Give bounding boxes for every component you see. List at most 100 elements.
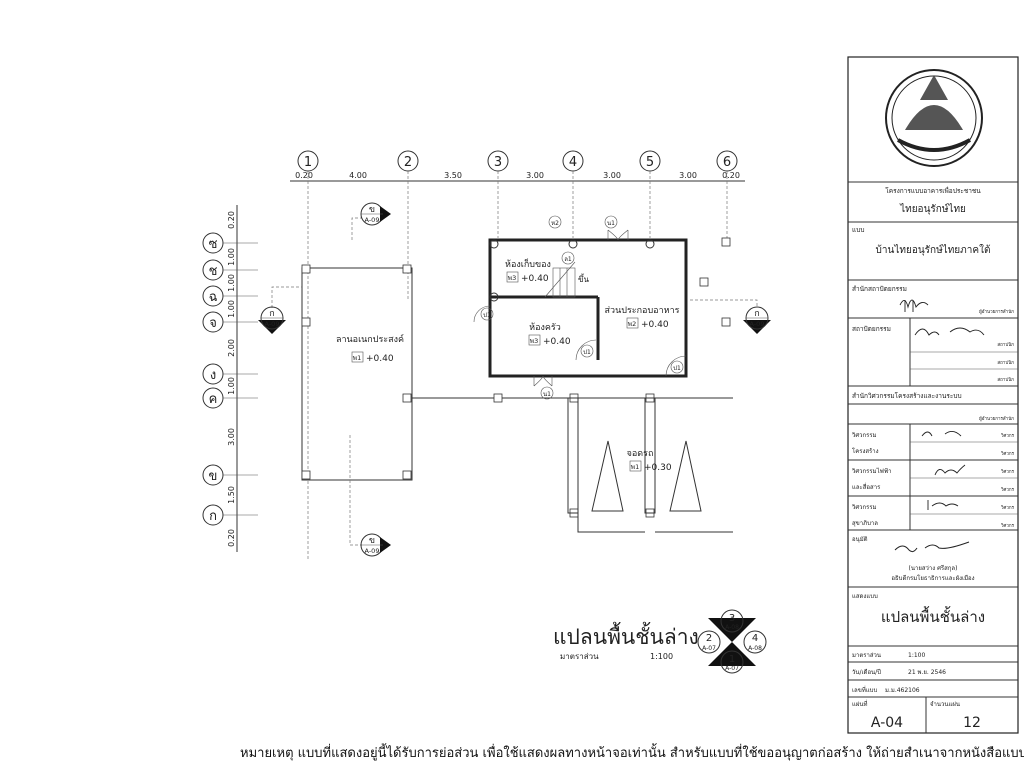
architect-caption: สถาปนิก	[997, 342, 1014, 348]
scale-value: 1:100	[908, 652, 925, 659]
approver-title: อธิบดีกรมโยธาธิการและผังเมือง	[891, 574, 974, 582]
room-label: ลานอเนกประสงค์	[336, 333, 404, 345]
grid-column-4: 4	[562, 150, 584, 238]
room-label: จอดรถ	[627, 449, 654, 459]
grid-label: ข	[209, 469, 218, 484]
signature	[921, 431, 962, 437]
key-sheet: A-08	[725, 624, 739, 631]
floor-tag: พ3	[530, 337, 538, 345]
door-tag: ป1	[583, 349, 591, 356]
section-marker-b-bottom: ข A-09	[349, 435, 391, 557]
grid-label: ง	[210, 368, 216, 383]
dimension-text: 0.20	[227, 529, 236, 547]
door	[607, 229, 629, 241]
drawing-no-value: ม.ม.462106	[885, 687, 920, 694]
grid-row: ก	[202, 504, 258, 526]
drawing-title-text: แปลนพื้นชั้นล่าง	[553, 622, 699, 649]
grid-label: ซ	[209, 237, 218, 252]
dimension-text: 3.00	[526, 171, 544, 180]
dimension-text: 1.50	[227, 486, 236, 504]
scale-label: มาตราส่วน	[560, 652, 599, 661]
grid-row: ฉ	[202, 285, 258, 307]
key-number: 1	[729, 654, 735, 665]
section-sheet: A-09	[265, 320, 280, 328]
arch-office: สำนักสถาปัตยกรรม	[852, 285, 907, 293]
eng-row-sanitary: วิศวกรรม สุขาภิบาล วิศวกร วิศวกร	[848, 495, 1018, 529]
project-name: ไทยอนุรักษ์ไทย	[899, 203, 966, 215]
floor-level: +0.40	[543, 337, 571, 347]
floor-tag: พ1	[631, 463, 639, 471]
key-sheet: A-07	[702, 645, 716, 652]
type-label: แบบ	[852, 226, 864, 234]
fixture-tag: ล1	[564, 256, 572, 263]
floor-level: +0.40	[521, 274, 549, 284]
door-tag: น1	[607, 220, 615, 227]
architect-caption: สถาปนิก	[997, 360, 1014, 366]
floor-level: +0.40	[366, 354, 394, 364]
engineer-caption: วิศวกร	[1000, 433, 1014, 439]
dimension-text: 4.00	[349, 171, 367, 180]
drawing-title: แปลนพื้นชั้นล่าง มาตราส่วน 1:100	[553, 622, 699, 661]
house-walls: ขึ้น ห2 น1 น1 ป1 ป1 ป1 ล1 ห้องเก็บของ พ3…	[473, 215, 688, 400]
carport-area: จอดรถ พ1 +0.30	[567, 397, 733, 533]
title-block: โครงการแบบอาคารเพื่อประชาชน ไทยอนุรักษ์ไ…	[847, 56, 1019, 734]
room-label: ส่วนประกอบอาหาร	[605, 306, 680, 316]
grid-row: ง	[202, 363, 258, 385]
door-swing	[665, 355, 687, 377]
eng-office: สำนักวิศวกรรมโครงสร้างและงานระบบ	[852, 392, 962, 400]
show-label: แสดงแบบ	[852, 593, 878, 600]
dimension-text: 1.00	[227, 248, 236, 266]
footer-note: หมายเหตุ แบบที่แสดงอยู่นี้ได้รับการย่อส่…	[240, 746, 1024, 761]
key-sheet: A-07	[725, 665, 739, 672]
grid-column-6: 6	[716, 150, 738, 238]
total-sheets: 12	[963, 715, 981, 731]
dimension-text: 1.00	[227, 300, 236, 318]
approver-name: (นายสว่าง ศรีสกุล)	[909, 564, 958, 572]
eng-row-label: วิศวกรรมไฟฟ้า	[851, 467, 891, 475]
approver-signature	[894, 541, 970, 553]
engineer-caption: วิศวกร	[1000, 451, 1014, 457]
dimension-text: 1.00	[227, 377, 236, 395]
government-seal	[885, 69, 983, 167]
grid-column-1: 1	[297, 150, 319, 560]
section-sheet: A-09	[365, 216, 380, 224]
floor-tag: พ1	[353, 354, 361, 362]
door-tag: ป1	[483, 312, 491, 319]
dimension-text: 1.00	[227, 274, 236, 292]
row-grid: ซ ช ฉ จ ง ค ข ก 0.20 1.00 1.00 1.00 2.00…	[202, 205, 258, 552]
floor-tag: พ2	[628, 320, 636, 328]
eng-row-label: และสื่อสาร	[852, 483, 881, 491]
floor-level: +0.40	[641, 320, 669, 330]
section-marker-a-left: ก A-09	[258, 286, 302, 334]
grid-label: ช	[209, 264, 218, 279]
grid-row: ค	[202, 387, 258, 409]
engineer-caption: วิศวกร	[1000, 505, 1014, 511]
door-tag: ป1	[673, 365, 681, 372]
grid-label: 4	[569, 155, 577, 170]
eng-row-label: วิศวกรรม	[851, 432, 876, 439]
engineer-caption: วิศวกร	[1000, 469, 1014, 475]
eng-row-label: สุขาภิบาล	[852, 520, 878, 527]
date-value: 21 พ.ย. 2546	[908, 669, 946, 676]
signature	[934, 464, 966, 476]
type-value: บ้านไทยอนุรักษ์ไทยภาคใต้	[876, 244, 991, 256]
sheet-title: แปลนพื้นชั้นล่าง	[881, 606, 985, 626]
grid-label: จ	[209, 316, 217, 331]
scale-label: มาตราส่วน	[852, 652, 881, 659]
room-label: ห้องครัว	[529, 322, 561, 333]
key-number: 2	[706, 633, 712, 644]
section-label: ก	[754, 309, 759, 319]
section-marker-a-right: ก A-09	[690, 299, 771, 334]
grid-label: ค	[209, 392, 218, 407]
sheet-label: แผ่นที่	[852, 700, 867, 708]
grid-label: ฉ	[209, 290, 218, 305]
dimension-text: 3.50	[444, 171, 462, 180]
section-label: ก	[269, 309, 274, 319]
column-grid: 1 2 3 4 5 6 0.20 4.00 3.50 3.00 3.00 3.0…	[290, 150, 745, 560]
eng-row-label: วิศวกรรม	[851, 504, 876, 511]
dimension-text: 3.00	[227, 428, 236, 446]
signature	[927, 500, 959, 510]
director-caption: ผู้อำนวยการสำนัก	[979, 308, 1014, 315]
grid-row: จ	[202, 311, 258, 333]
